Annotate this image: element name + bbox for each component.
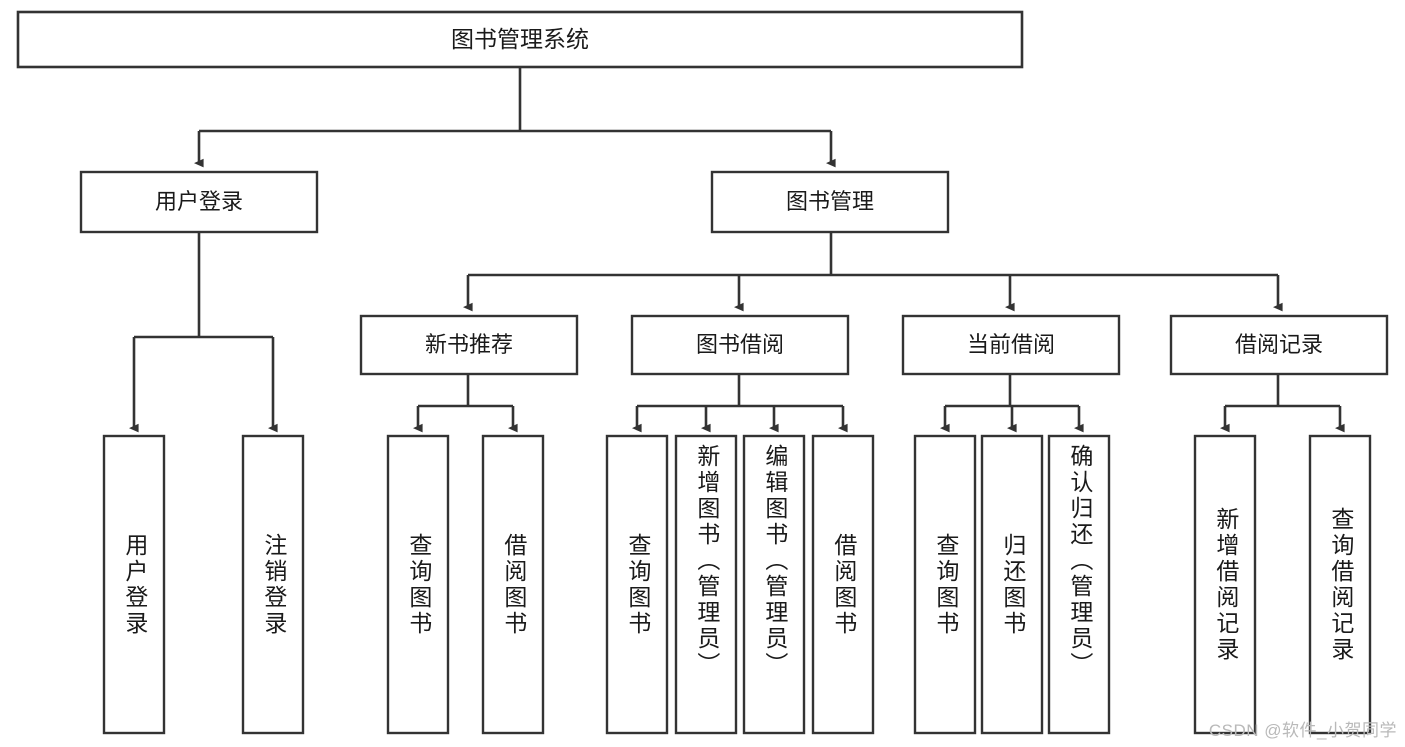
leaf-box-borrow-book-1[interactable]: [481, 434, 545, 735]
connectors-current-borrow-to-leaves: [939, 375, 1084, 433]
node-user-login-label: 用户登录: [155, 189, 243, 214]
node-user-login-box[interactable]: [79, 170, 319, 234]
leaf-box-logout[interactable]: [241, 434, 305, 735]
node-root-label: 图书管理系统: [451, 26, 589, 52]
leaf-box-add-record[interactable]: [1193, 434, 1257, 735]
leaf-box-query-record[interactable]: [1308, 434, 1372, 735]
leaf-box-query-book-3[interactable]: [913, 434, 977, 735]
node-current-borrow-label: 当前借阅: [967, 332, 1055, 357]
node-root[interactable]: 图书管理系统: [16, 10, 1024, 69]
node-borrow-record-box[interactable]: [1169, 314, 1389, 376]
connectors-user-login-to-leaves: [128, 232, 278, 433]
leaf-boxes: [102, 434, 1372, 735]
leaf-box-query-book-2[interactable]: [605, 434, 669, 735]
node-new-book-recommend-box[interactable]: [359, 314, 579, 376]
leaf-box-add-book[interactable]: [674, 434, 738, 735]
node-book-borrow[interactable]: 图书借阅: [630, 314, 850, 376]
connectors-borrow-record-to-leaves: [1219, 375, 1345, 433]
leaf-box-return-book[interactable]: [980, 434, 1044, 735]
connectors-book-borrow-to-leaves: [631, 375, 848, 433]
node-new-book-recommend-label: 新书推荐: [425, 332, 513, 357]
leaf-box-user-login[interactable]: [102, 434, 166, 735]
leaf-box-edit-book[interactable]: [742, 434, 806, 735]
node-current-borrow[interactable]: 当前借阅: [901, 314, 1121, 376]
node-root-box[interactable]: [16, 10, 1024, 69]
connectors-book-management-to-level2: [462, 232, 1283, 312]
node-user-login[interactable]: 用户登录: [79, 170, 319, 234]
leaf-box-borrow-book-2[interactable]: [811, 434, 875, 735]
leaf-box-query-book-1[interactable]: [386, 434, 450, 735]
node-current-borrow-box[interactable]: [901, 314, 1121, 376]
connectors-new-book-recommend-to-leaves: [412, 375, 518, 433]
node-book-management-label: 图书管理: [786, 189, 874, 214]
node-book-management[interactable]: 图书管理: [710, 170, 950, 234]
node-book-borrow-box[interactable]: [630, 314, 850, 376]
connectors-root-to-level1: [193, 67, 836, 168]
node-new-book-recommend[interactable]: 新书推荐: [359, 314, 579, 376]
node-borrow-record[interactable]: 借阅记录: [1169, 314, 1389, 376]
watermark-text: CSDN @软件_小贺同学: [1208, 721, 1397, 740]
node-book-management-box[interactable]: [710, 170, 950, 234]
node-book-borrow-label: 图书借阅: [696, 332, 784, 357]
leaf-box-confirm-return[interactable]: [1047, 434, 1111, 735]
node-borrow-record-label: 借阅记录: [1235, 332, 1323, 357]
